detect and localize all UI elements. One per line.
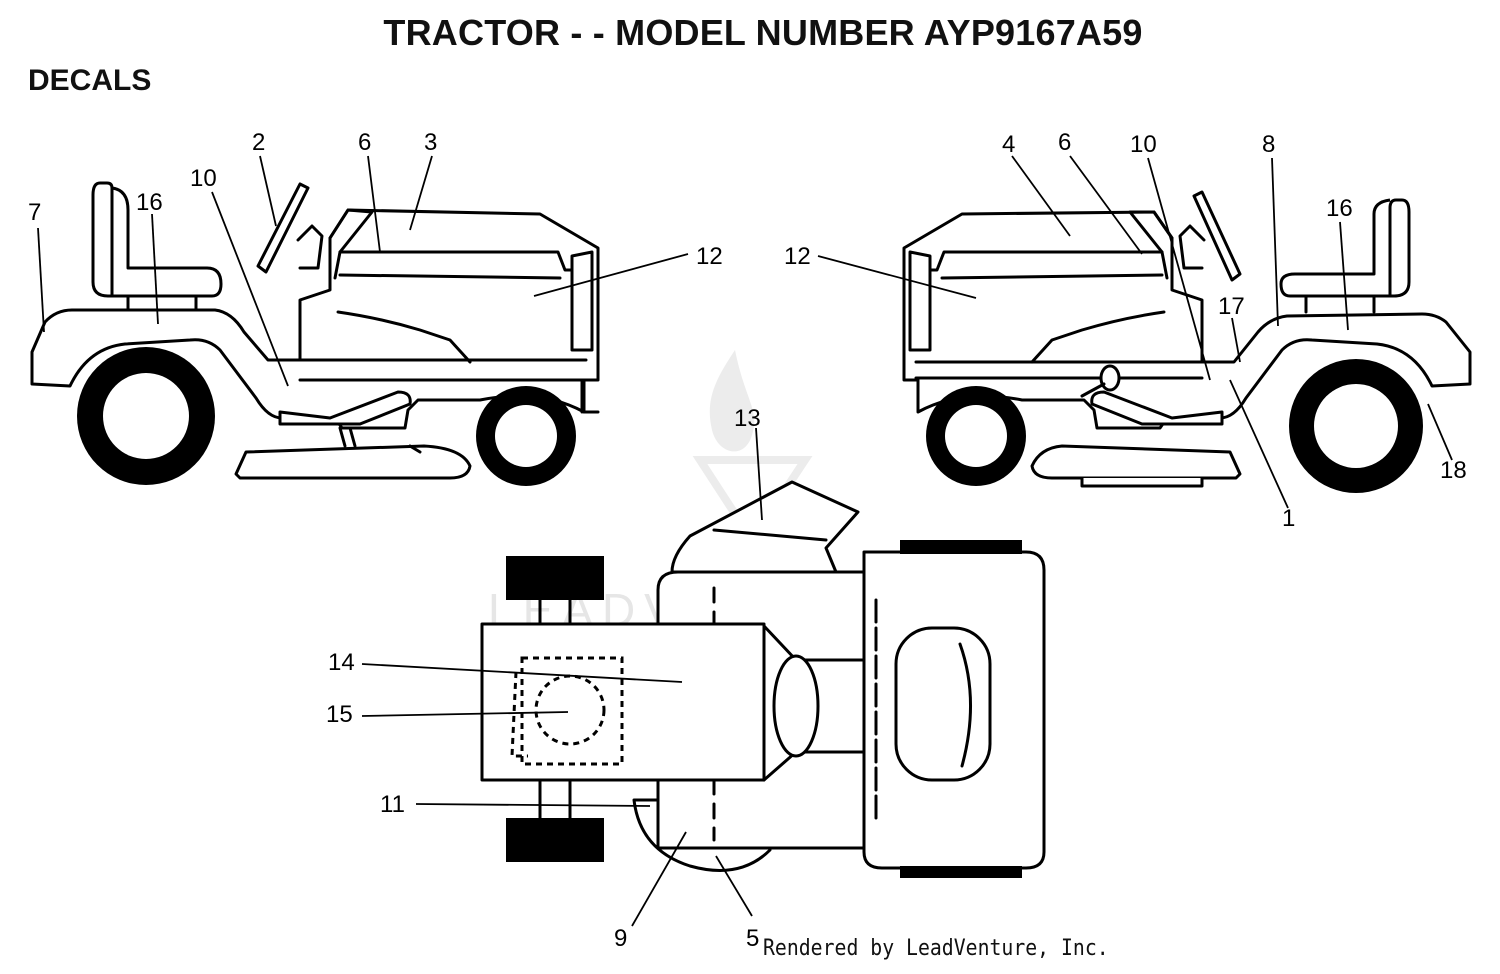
callout-left-12: 12: [696, 243, 723, 270]
callout-left-7: 7: [28, 199, 41, 226]
diagram-title: TRACTOR - - MODEL NUMBER AYP9167A59: [383, 12, 1143, 53]
render-credit: Rendered by LeadVenture, Inc.: [763, 936, 1109, 961]
callout-numbers: 7 16 10 2 6 3 12 4 6 10 8 16 12 17 18 1 …: [28, 129, 1467, 952]
callout-left-2: 2: [252, 129, 265, 156]
callout-left-3: 3: [424, 129, 437, 156]
callout-right-4: 4: [1002, 131, 1015, 158]
callout-top-14: 14: [328, 649, 355, 676]
tractor-left-side-view: [30, 181, 600, 486]
callout-top-9: 9: [614, 925, 627, 952]
callout-right-12: 12: [784, 243, 811, 270]
callout-top-13: 13: [734, 405, 761, 432]
callout-right-10: 10: [1130, 131, 1157, 158]
callout-right-1: 1: [1282, 505, 1295, 532]
callout-left-10: 10: [190, 165, 217, 192]
tractor-right-side-view: [902, 190, 1472, 493]
callout-top-15: 15: [326, 701, 353, 728]
tractor-top-view: [480, 480, 1046, 878]
callout-top-5: 5: [746, 925, 759, 952]
leader-lines: [37, 155, 1453, 927]
callout-top-11: 11: [380, 791, 405, 818]
callout-right-6: 6: [1058, 129, 1071, 156]
callout-right-18: 18: [1440, 457, 1467, 484]
callout-right-16: 16: [1326, 195, 1353, 222]
callout-left-16: 16: [136, 189, 163, 216]
section-heading: DECALS: [28, 64, 152, 97]
callout-right-8: 8: [1262, 131, 1275, 158]
callout-left-6: 6: [358, 129, 371, 156]
callout-right-17: 17: [1218, 293, 1245, 320]
